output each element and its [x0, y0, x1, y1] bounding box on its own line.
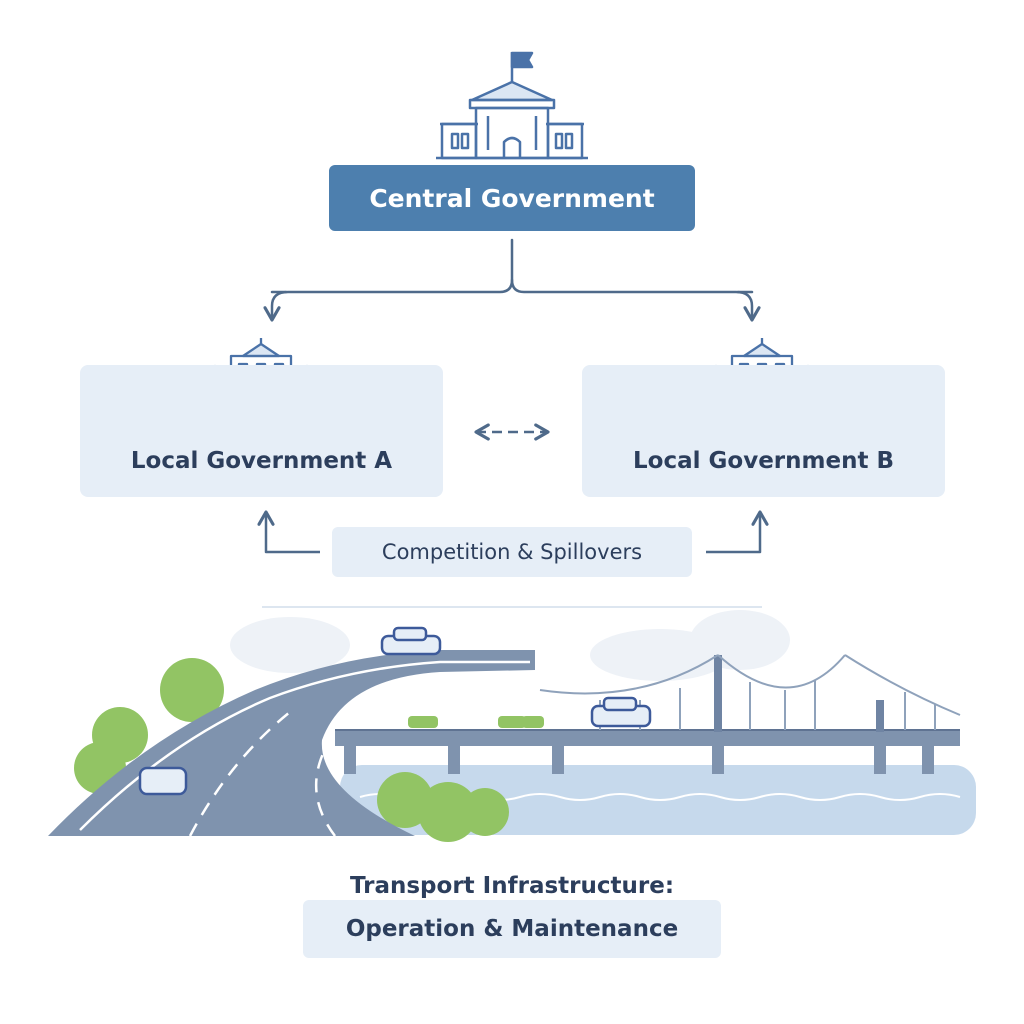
transport-infrastructure-illustration: [48, 606, 976, 842]
central-government-icon: [436, 51, 588, 160]
operation-maintenance-label: Operation & Maintenance: [303, 900, 721, 958]
local-government-a-node: [80, 365, 443, 497]
transport-infrastructure-title: Transport Infrastructure:: [349, 873, 675, 899]
competition-spillovers-label: Competition & Spillovers: [332, 527, 692, 577]
local-government-b-label: Local Government B: [633, 448, 894, 474]
central-government-node: Central Government: [329, 165, 695, 231]
competition-arrow-left: [257, 510, 320, 554]
local-government-b-node: [582, 365, 945, 497]
competition-arrow-right: [706, 510, 769, 554]
hierarchy-connectors: [263, 238, 761, 322]
local-government-a-label: Local Government A: [130, 448, 393, 474]
